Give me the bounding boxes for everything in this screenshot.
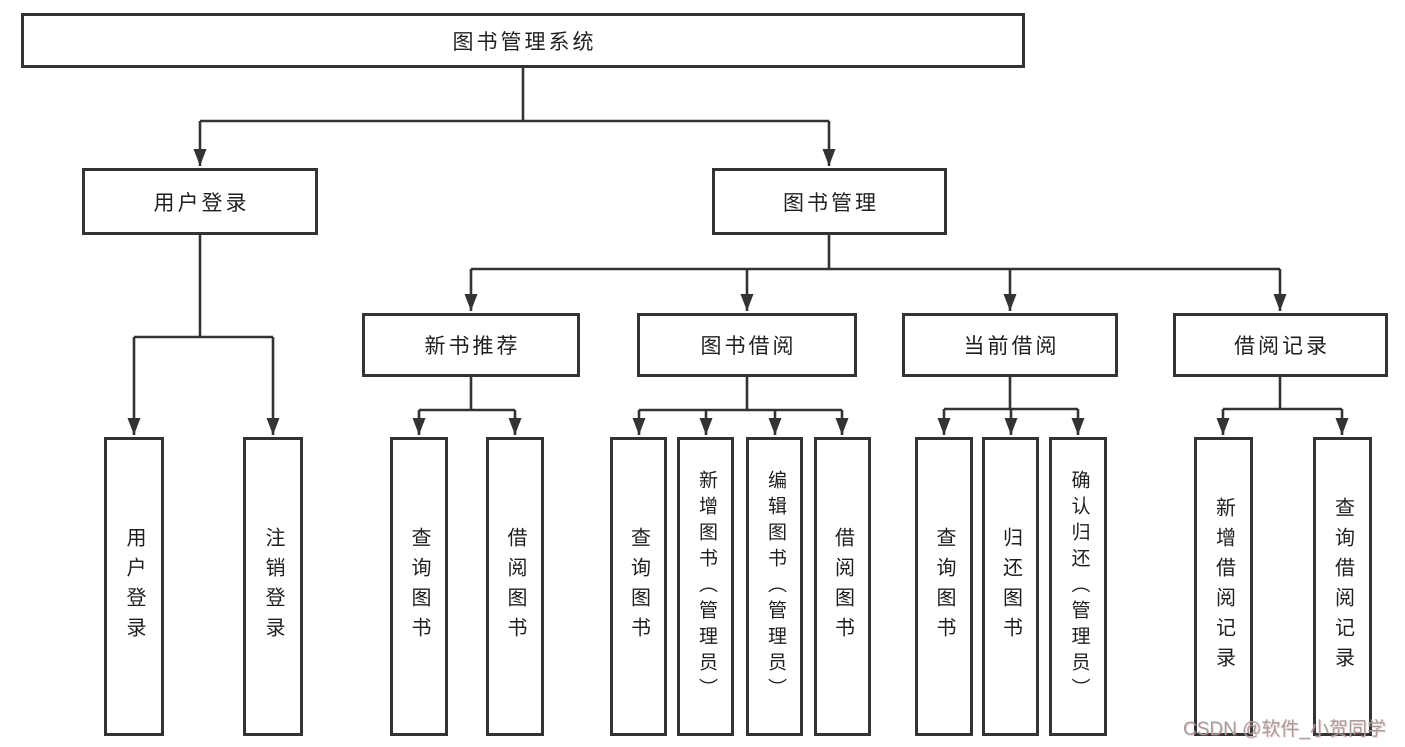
- node-edit-books-admin-label: 编辑图书（管理员）: [764, 469, 786, 704]
- node-confirm-return-admin: 确认归还（管理员）: [1049, 437, 1107, 736]
- node-user-login-action: 用户登录: [104, 437, 164, 736]
- node-user-login-label: 用户登录: [153, 191, 250, 215]
- node-borrow-books-recommend-label: 借阅图书: [504, 526, 526, 647]
- node-logout: 注销登录: [243, 437, 303, 736]
- node-borrow-books: 借阅图书: [814, 437, 871, 736]
- node-borrowing-records-label: 借阅记录: [1234, 335, 1330, 358]
- csdn-watermark: CSDN @软件_小贺同学: [1183, 719, 1386, 740]
- node-borrow-books-recommend: 借阅图书: [486, 437, 544, 736]
- node-query-books-recommend: 查询图书: [390, 437, 448, 736]
- node-add-books-admin-label: 新增图书（管理员）: [695, 469, 717, 704]
- node-root: 图书管理系统: [21, 13, 1025, 68]
- node-logout-label: 注销登录: [262, 526, 284, 647]
- node-add-borrow-record-label: 新增借阅记录: [1212, 496, 1235, 677]
- node-return-books: 归还图书: [982, 437, 1039, 736]
- node-borrowing-records: 借阅记录: [1173, 313, 1388, 377]
- node-new-book-recommend-label: 新书推荐: [424, 335, 521, 358]
- node-query-books-recommend-label: 查询图书: [408, 526, 430, 647]
- node-root-label: 图书管理系统: [452, 30, 597, 54]
- node-return-books-label: 归还图书: [999, 526, 1022, 647]
- node-new-book-recommend: 新书推荐: [362, 313, 580, 377]
- node-confirm-return-admin-label: 确认归还（管理员）: [1068, 469, 1090, 704]
- node-book-borrowing-label: 图书借阅: [700, 335, 797, 358]
- node-add-borrow-record: 新增借阅记录: [1194, 437, 1253, 736]
- node-user-login-action-label: 用户登录: [123, 526, 145, 647]
- node-edit-books-admin: 编辑图书（管理员）: [746, 437, 803, 736]
- node-add-books-admin: 新增图书（管理员）: [677, 437, 734, 736]
- node-query-books-current-label: 查询图书: [933, 526, 955, 647]
- node-query-books-borrowing: 查询图书: [610, 437, 667, 736]
- node-borrow-books-label: 借阅图书: [831, 526, 854, 647]
- node-query-books-current: 查询图书: [915, 437, 973, 736]
- node-user-login: 用户登录: [82, 168, 318, 235]
- node-current-borrowing: 当前借阅: [902, 313, 1118, 377]
- node-book-borrowing: 图书借阅: [637, 313, 857, 377]
- node-query-borrow-record: 查询借阅记录: [1313, 437, 1372, 736]
- node-book-management-label: 图书管理: [783, 191, 879, 215]
- node-query-books-borrowing-label: 查询图书: [627, 526, 650, 647]
- node-current-borrowing-label: 当前借阅: [963, 335, 1060, 358]
- node-book-management: 图书管理: [712, 168, 947, 235]
- node-query-borrow-record-label: 查询借阅记录: [1331, 496, 1354, 677]
